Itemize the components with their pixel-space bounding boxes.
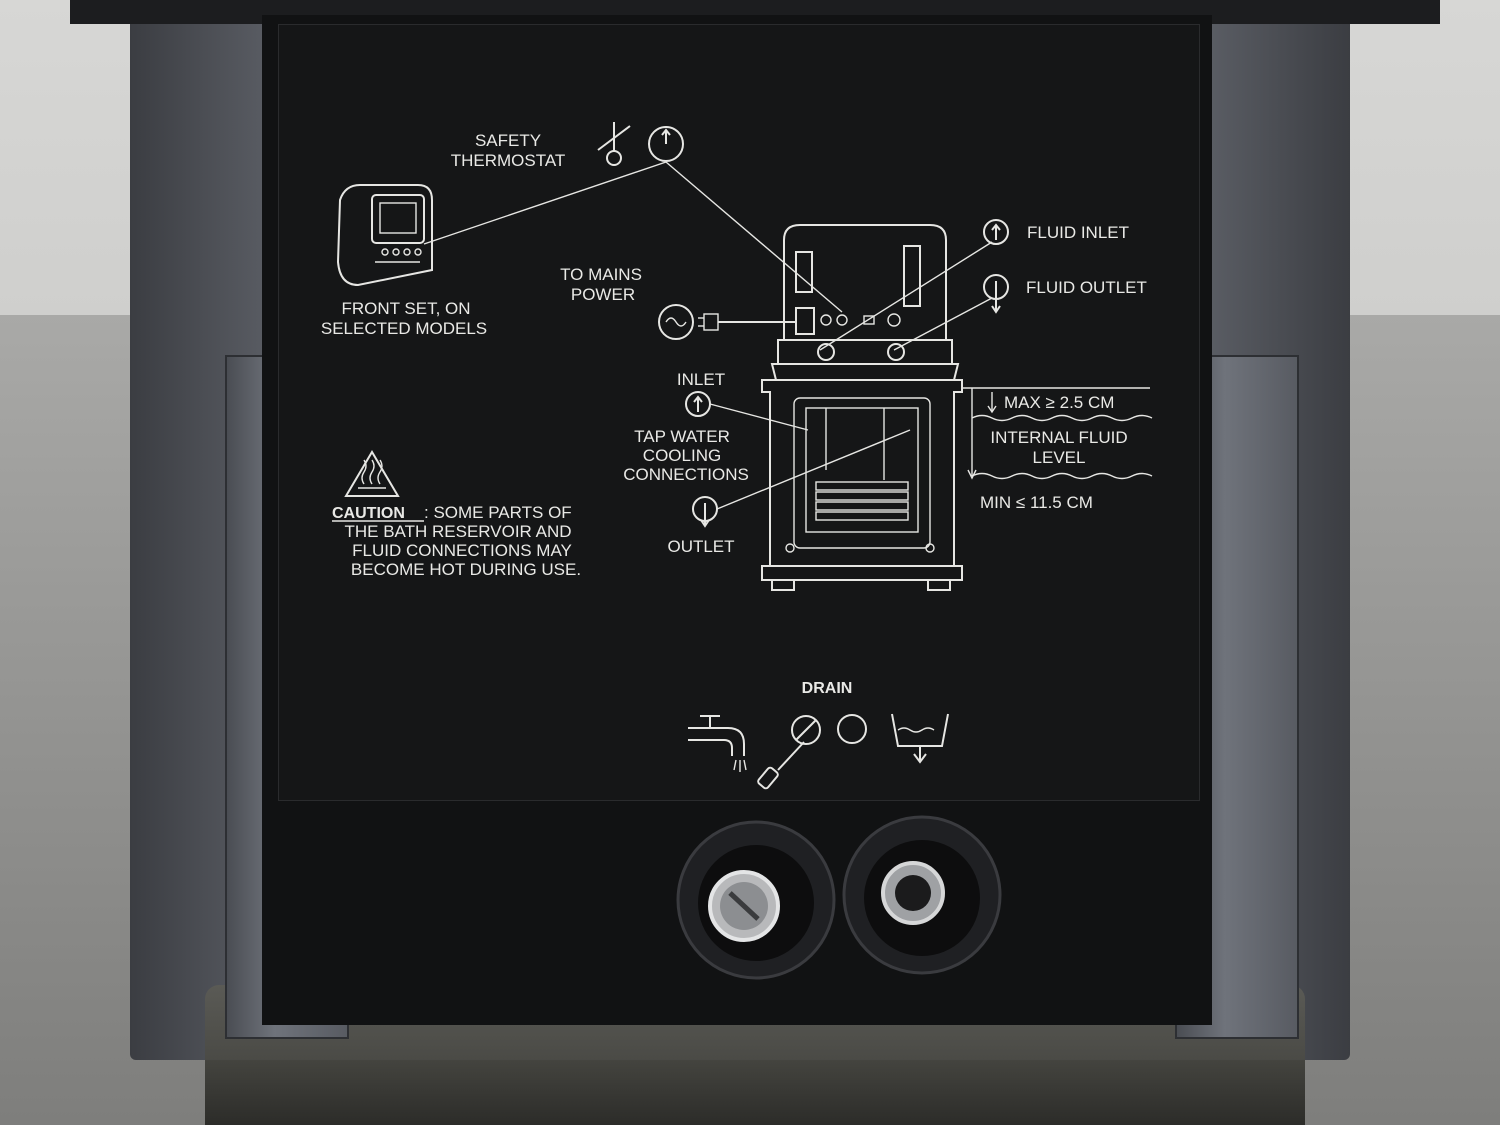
outlet-label: OUTLET xyxy=(667,537,734,556)
drain-fitting-left xyxy=(676,820,836,980)
drain-valve-open-icon xyxy=(837,714,867,744)
drain-label: DRAIN xyxy=(802,680,853,697)
caution-text-line1: : SOME PARTS OF xyxy=(424,503,572,522)
dial-icon xyxy=(648,126,684,162)
fluid-outlet-icon xyxy=(983,274,1009,314)
mains-power-label-line1: TO MAINS xyxy=(560,265,642,284)
drain-basin-icon xyxy=(891,713,949,764)
thermostat-icon xyxy=(597,122,631,166)
tap-outlet-icon xyxy=(692,496,718,528)
instruction-decal xyxy=(278,24,1200,801)
faucet-icon xyxy=(688,715,747,772)
tap-water-label-line1: TAP WATER xyxy=(634,427,730,446)
caution-word: CAUTION xyxy=(332,505,405,522)
fluid-outlet-label: FLUID OUTLET xyxy=(1026,278,1147,297)
caution-text-line3: FLUID CONNECTIONS MAY xyxy=(352,541,572,560)
internal-fluid-label-line2: LEVEL xyxy=(1033,448,1086,467)
hot-surface-warning-icon xyxy=(344,450,400,497)
safety-thermostat-label-line1: SAFETY xyxy=(475,131,541,150)
max-level-label: MAX ≥ 2.5 CM xyxy=(1004,393,1114,412)
caution-text-line4: BECOME HOT DURING USE. xyxy=(351,560,581,579)
bath-reservoir-illustration xyxy=(761,379,963,591)
screwdriver-icon xyxy=(757,741,805,790)
power-plug-icon xyxy=(658,304,796,340)
internal-fluid-label-line1: INTERNAL FLUID xyxy=(990,428,1127,447)
caution-text-line2: THE BATH RESERVOIR AND xyxy=(344,522,571,541)
front-set-label-line1: FRONT SET, ON xyxy=(341,299,470,318)
drain-valve-closed-icon xyxy=(791,715,821,745)
tap-water-label-line2: COOLING xyxy=(643,446,721,465)
tap-water-label-line3: CONNECTIONS xyxy=(623,465,749,484)
safety-thermostat-label-line2: THERMOSTAT xyxy=(451,151,566,170)
drain-fitting-right xyxy=(842,815,1002,975)
circulator-illustration xyxy=(770,224,960,381)
min-level-label: MIN ≤ 11.5 CM xyxy=(980,493,1093,512)
base-lip xyxy=(205,1060,1305,1125)
tap-inlet-icon xyxy=(685,391,711,417)
fluid-inlet-icon xyxy=(983,219,1009,245)
fluid-inlet-label: FLUID INLET xyxy=(1027,223,1129,242)
inlet-label: INLET xyxy=(677,370,725,389)
controller-unit-illustration xyxy=(336,184,433,287)
mains-power-label-line2: POWER xyxy=(571,285,635,304)
front-set-label-line2: SELECTED MODELS xyxy=(321,319,487,338)
